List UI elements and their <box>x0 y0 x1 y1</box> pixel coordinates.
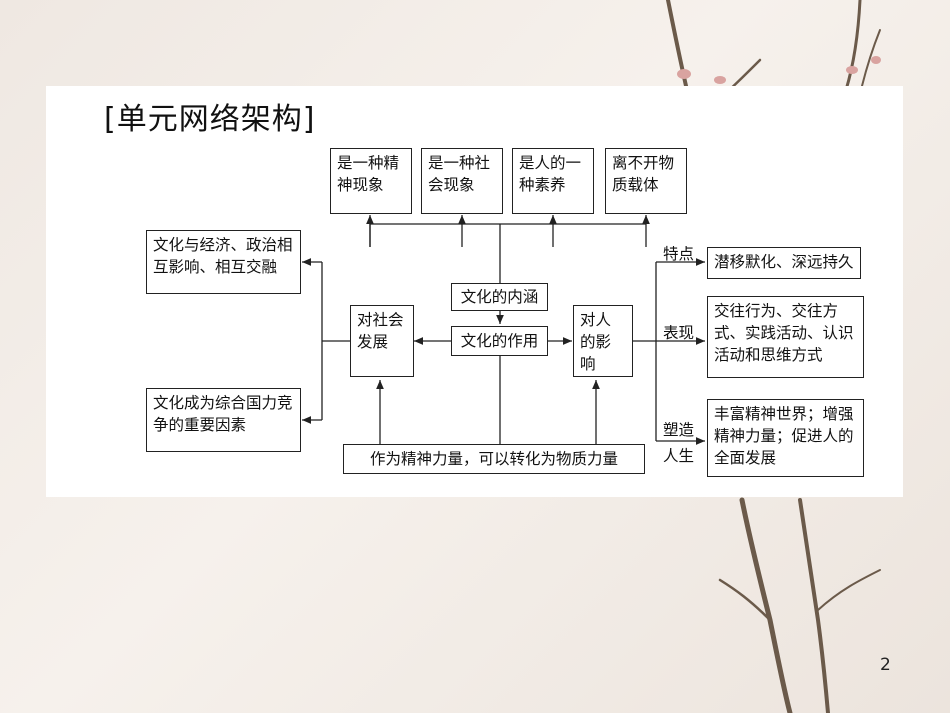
right-box-2: 交往行为、交往方式、实践活动、认识活动和思维方式 <box>707 296 864 378</box>
left-box-1: 文化与经济、政治相互影响、相互交融 <box>146 230 301 294</box>
top-box-2: 是一种社会现象 <box>421 148 503 214</box>
right-box-3: 丰富精神世界；增强精神力量；促进人的全面发展 <box>707 399 864 477</box>
left-box-2: 文化成为综合国力竞争的重要因素 <box>146 388 301 452</box>
society-box: 对社会发展 <box>350 305 414 377</box>
right-box-1: 潜移默化、深远持久 <box>707 247 861 279</box>
top-box-1: 是一种精神现象 <box>330 148 412 214</box>
connotation-box: 文化的内涵 <box>451 283 548 311</box>
label-feature: 特点 <box>663 245 695 263</box>
label-shape-life: 塑造人生 <box>663 421 695 465</box>
person-box: 对人的影响 <box>573 305 633 377</box>
page-number: 2 <box>880 655 891 675</box>
bottom-box: 作为精神力量，可以转化为物质力量 <box>343 444 645 474</box>
top-box-3: 是人的一种素养 <box>512 148 594 214</box>
section-heading: [单元网络架构] <box>104 102 316 137</box>
function-box: 文化的作用 <box>451 326 548 356</box>
top-box-4: 离不开物质载体 <box>605 148 687 214</box>
label-expression: 表现 <box>663 324 695 342</box>
